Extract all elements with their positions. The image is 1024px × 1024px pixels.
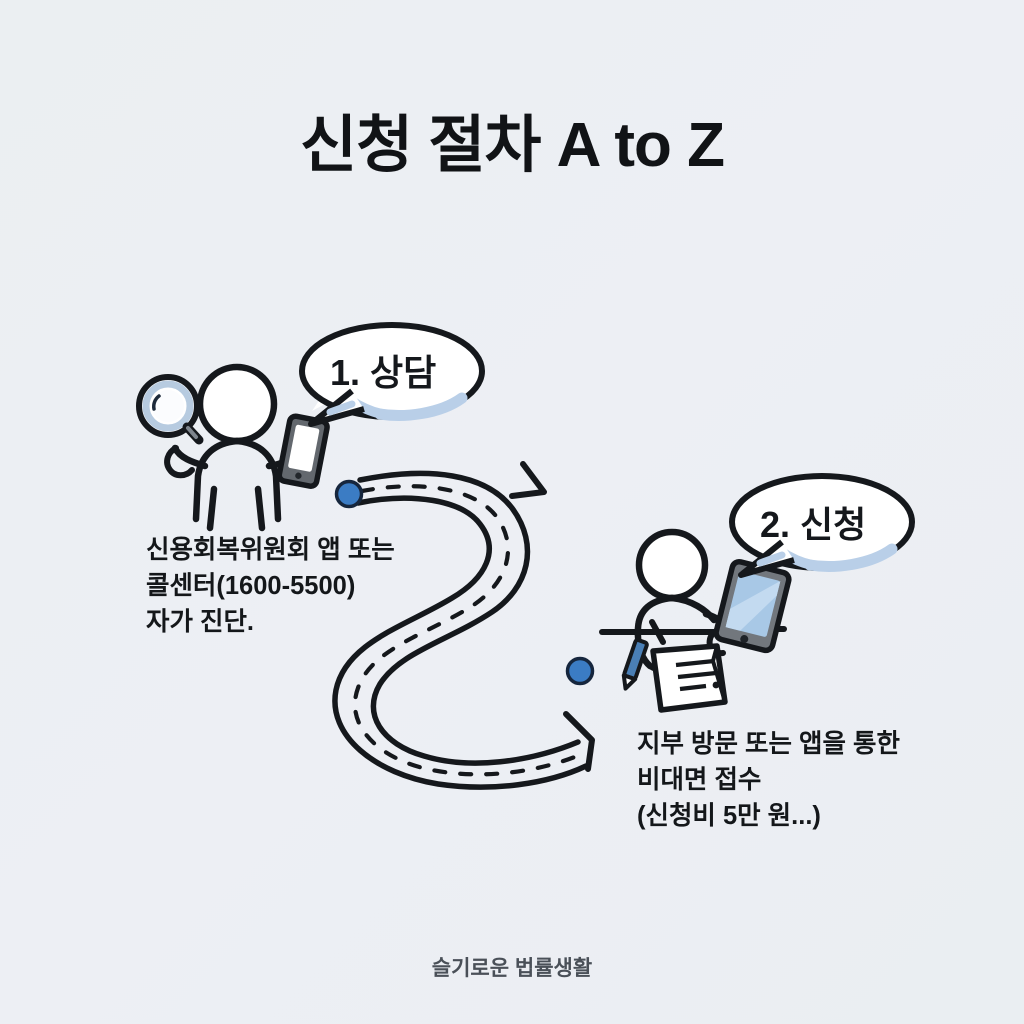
person-at-desk-with-tablet [599,528,792,713]
magnifier-icon [136,374,204,445]
mid-dot [565,656,595,686]
footer-brand: 슬기로운 법률생활 [431,957,593,980]
caption-line: 비대면 접수 [637,766,762,795]
step-1-bubble-label: 1. 상담 [330,352,437,393]
tablet-icon [713,558,792,654]
arrowhead-top [509,461,547,499]
smartphone-icon [276,413,330,489]
document-icon [650,643,728,713]
step-2-bubble-label: 2. 신청 [760,504,867,545]
step-2-caption: 지부 방문 또는 앱을 통한 비대면 접수 (신청비 5만 원...) [637,726,900,835]
person-with-magnifier-and-phone [136,363,330,532]
start-dot [334,479,364,509]
caption-line: (신청비 5만 원...) [637,802,821,831]
page-title: 신청 절차 A to Z [300,111,725,180]
caption-line: 자가 진단. [146,608,255,637]
arrowhead-bottom [563,711,595,772]
pencil-icon [621,638,649,691]
step-1-caption: 신용회복위원회 앱 또는 콜센터(1600-5500) 자가 진단. [146,532,395,641]
caption-line: 지부 방문 또는 앱을 통한 [637,730,900,758]
winding-road-arrow [332,461,595,790]
caption-line: 콜센터(1600-5500) [146,572,356,601]
caption-line: 신용회복위원회 앱 또는 [146,536,395,564]
speech-bubble-2 [729,473,915,578]
speech-bubble-1 [299,322,485,427]
